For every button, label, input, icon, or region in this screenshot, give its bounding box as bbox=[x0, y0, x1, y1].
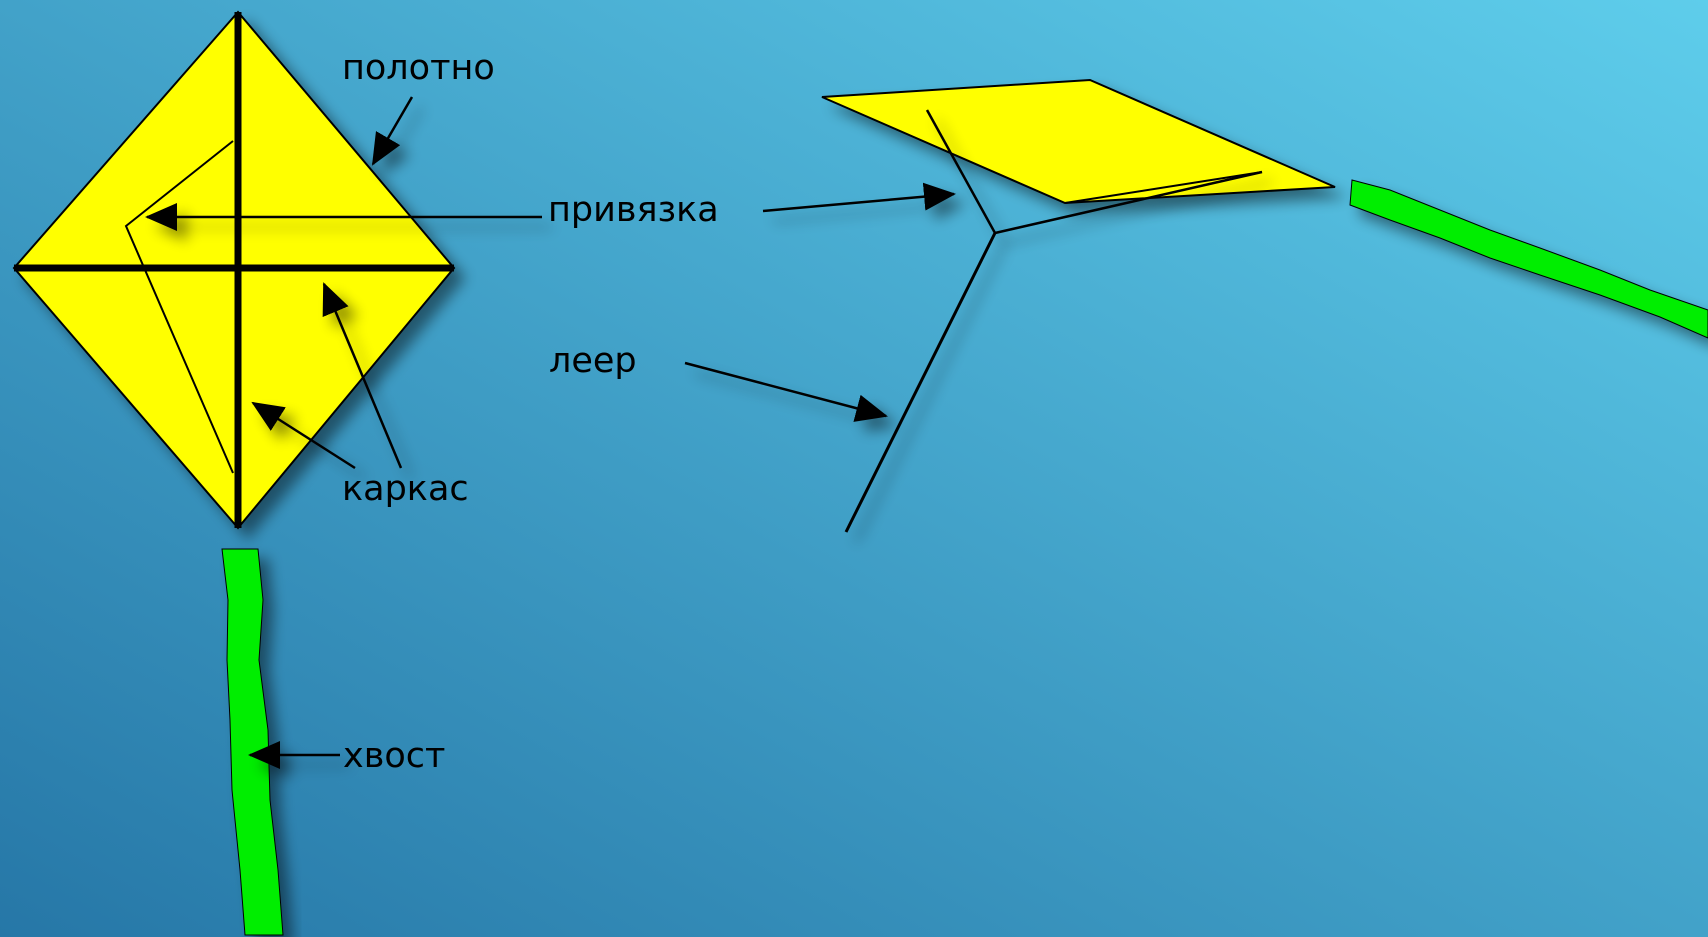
arrow-frame-1 bbox=[322, 282, 403, 469]
arrow-frame-2 bbox=[251, 401, 356, 470]
arrow-bridle-side bbox=[762, 182, 956, 213]
label-canvas: полотно bbox=[342, 48, 495, 88]
side-kite-bridle bbox=[925, 109, 1263, 235]
side-kite bbox=[821, 78, 1336, 205]
side-tail-ribbon bbox=[1349, 179, 1708, 339]
arrow-canvas bbox=[371, 96, 414, 166]
side-kite-spar bbox=[1064, 171, 1263, 204]
side-kite-canvas bbox=[821, 78, 1336, 205]
label-line: леер bbox=[549, 341, 637, 381]
arrows bbox=[145, 96, 956, 769]
label-tail: хвост bbox=[343, 736, 445, 776]
front-kite-bridle bbox=[124, 140, 234, 474]
side-tail bbox=[1349, 179, 1708, 339]
label-frame: каркас bbox=[342, 469, 469, 509]
arrow-line bbox=[684, 361, 888, 422]
label-bridle: привязка bbox=[548, 190, 719, 230]
side-kite-line bbox=[844, 232, 997, 533]
front-kite bbox=[12, 10, 456, 530]
